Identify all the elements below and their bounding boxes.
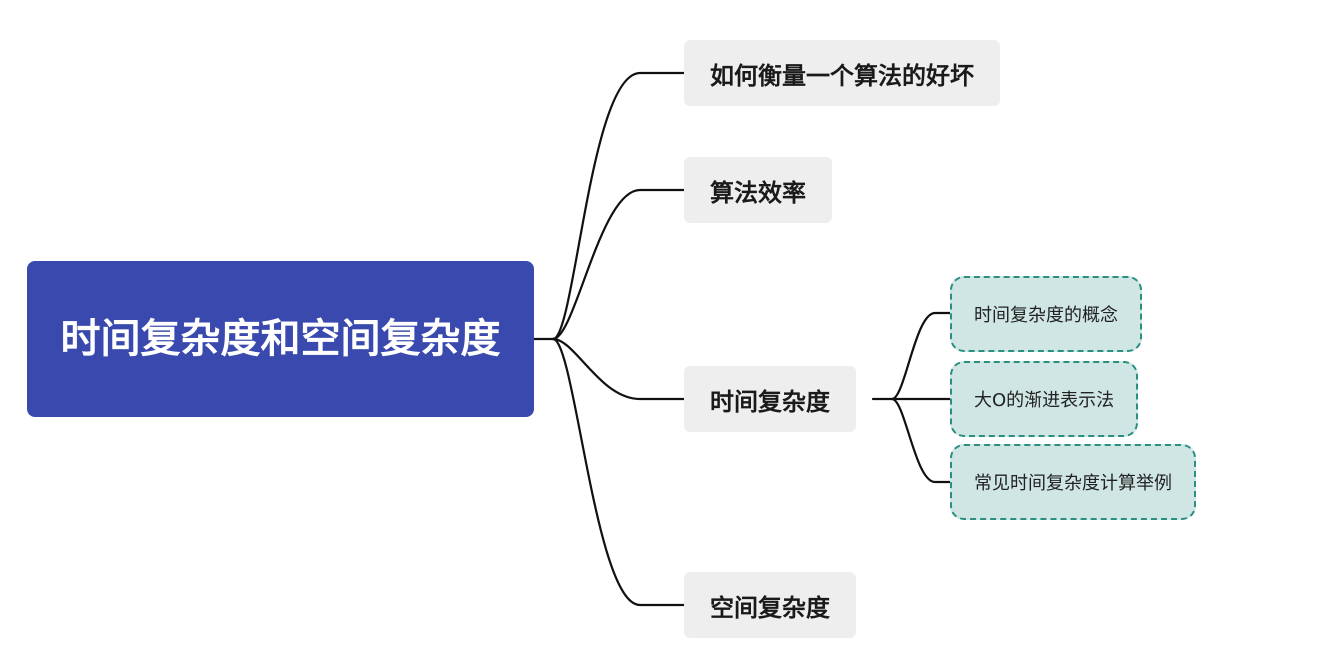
subtopic-label: 常见时间复杂度计算举例	[974, 473, 1172, 494]
subtopic-time-complexity-concept[interactable]: 时间复杂度的概念	[950, 276, 1142, 352]
connector-branch-4	[551, 337, 686, 607]
connector-branch-3	[551, 337, 686, 401]
connector-leaf-1	[890, 311, 962, 401]
root-topic-label: 时间复杂度和空间复杂度	[60, 316, 501, 362]
subtopic-big-o-notation[interactable]: 大O的渐进表示法	[950, 361, 1139, 437]
branch-topic-algorithm-efficiency[interactable]: 算法效率	[684, 157, 832, 223]
branch-topic-label: 如何衡量一个算法的好坏	[710, 61, 974, 90]
connector-branch-2	[551, 188, 686, 341]
branch-topic-space-complexity[interactable]: 空间复杂度	[684, 572, 856, 638]
branch-topic-label: 时间复杂度	[710, 387, 830, 416]
branch-topic-label: 空间复杂度	[710, 593, 830, 622]
branch-topic-time-complexity[interactable]: 时间复杂度	[684, 366, 856, 432]
connector-branch-1	[551, 71, 686, 341]
connector-leaf-3	[890, 397, 962, 484]
root-topic[interactable]: 时间复杂度和空间复杂度	[27, 261, 534, 417]
branch-topic-measure-algorithm[interactable]: 如何衡量一个算法的好坏	[684, 40, 1000, 106]
subtopic-label: 大O的渐进表示法	[974, 390, 1115, 411]
branch-topic-label: 算法效率	[710, 178, 806, 207]
subtopic-label: 时间复杂度的概念	[974, 305, 1118, 326]
subtopic-time-complexity-examples[interactable]: 常见时间复杂度计算举例	[950, 444, 1196, 520]
